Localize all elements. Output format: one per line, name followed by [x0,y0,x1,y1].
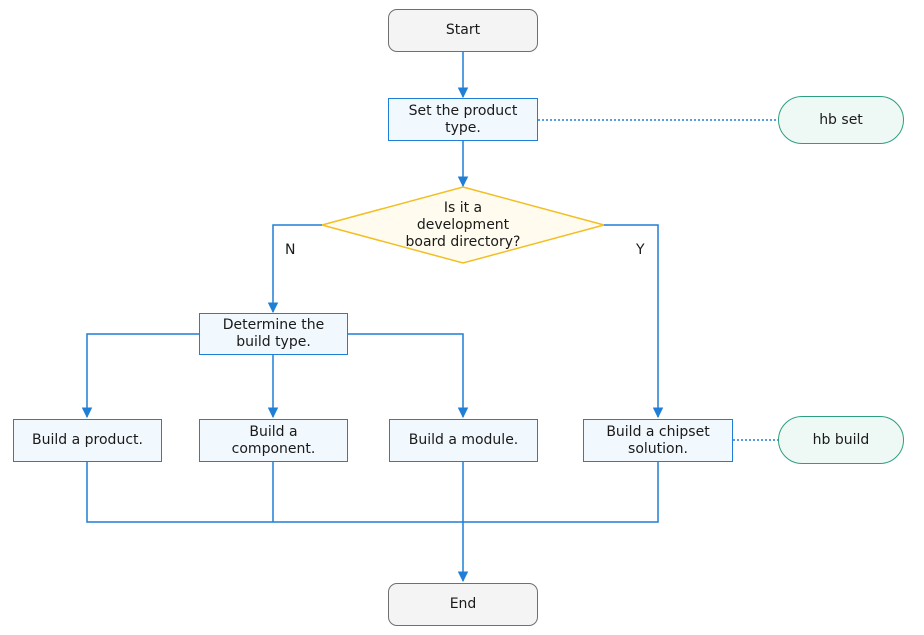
decision-diamond [319,186,607,264]
branch-label-no: N [285,242,296,258]
build-component-label: Build a component. [231,423,316,457]
arrow-yes-branch [604,224,664,419]
determine-build-type-label: Determine the build type. [222,317,325,350]
start-node: Start [388,9,538,52]
branch-label-yes: Y [636,242,645,258]
decision-label: Is it a development board directory? [405,199,521,250]
determine-build-type-node: Determine the build type. [199,313,348,355]
arrow-determine-to-product [81,333,199,419]
build-chipset-label: Build a chipset solution. [606,423,710,457]
set-product-type-label: Set the product type. [408,102,518,136]
build-product-label: Build a product. [32,432,143,448]
merge-line [86,462,659,523]
build-product-node: Build a product. [13,419,162,462]
end-label: End [449,596,477,612]
build-module-label: Build a module. [408,432,519,448]
decision-node: Is it a development board directory? [370,194,556,256]
hb-build-label: hb build [812,431,870,448]
hb-set-command: hb set [778,96,904,144]
start-label: Start [445,22,481,38]
build-module-node: Build a module. [389,419,538,462]
hb-build-command: hb build [778,416,904,464]
set-product-type-node: Set the product type. [388,98,538,141]
build-chipset-node: Build a chipset solution. [583,419,733,462]
arrow-no-branch [267,224,322,314]
end-node: End [388,583,538,626]
build-component-node: Build a component. [199,419,348,462]
arrow-determine-to-module [348,333,469,419]
hb-set-label: hb set [819,111,863,128]
